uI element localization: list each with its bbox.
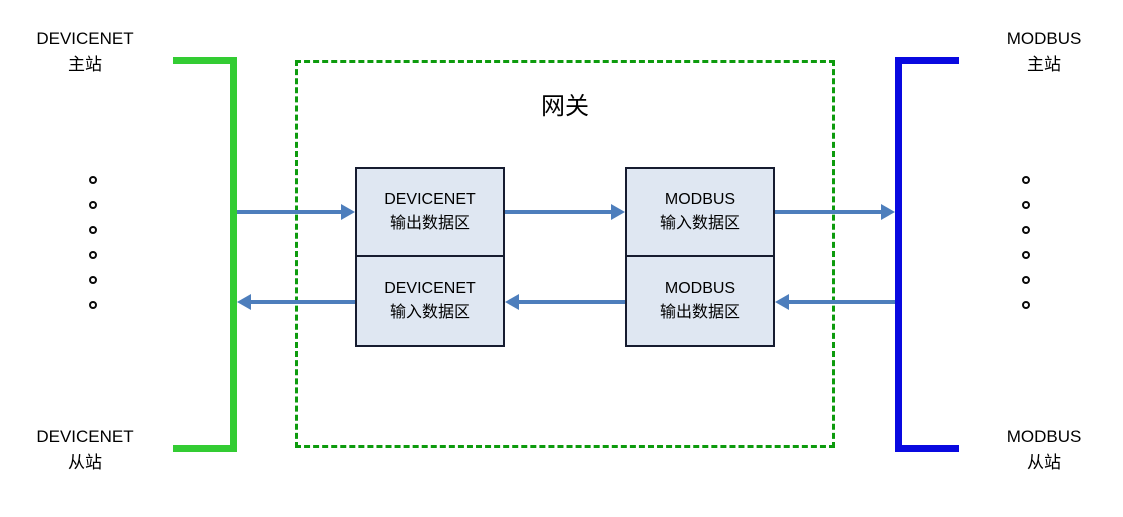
arrowhead-right-icon (881, 204, 895, 220)
label-line-protocol: MODBUS (1006, 427, 1082, 446)
station-dot-icon (89, 276, 97, 284)
arrow-modbus-output-to-devicenet-input (505, 294, 625, 310)
station-dot-icon (1022, 251, 1030, 259)
station-dot-icon (1022, 201, 1030, 209)
label-line-role: 从站 (68, 453, 102, 472)
label-modbus-slave: MODBUS 从站 (969, 424, 1119, 476)
box-line-protocol: MODBUS (664, 280, 736, 297)
label-line-protocol: DEVICENET (36, 29, 134, 48)
arrow-shaft (505, 210, 611, 214)
box-line-area: 输入数据区 (659, 215, 740, 232)
label-devicenet-slave: DEVICENET 从站 (10, 424, 160, 476)
gateway-title: 网关 (541, 93, 589, 120)
arrowhead-left-icon (237, 294, 251, 310)
arrow-shaft (251, 300, 355, 304)
arrowhead-left-icon (505, 294, 519, 310)
box-modbus-output-area: MODBUS 输出数据区 (625, 255, 775, 347)
station-dot-icon (1022, 276, 1030, 284)
arrow-shaft (789, 300, 895, 304)
label-line-protocol: DEVICENET (36, 427, 134, 446)
station-dot-icon (1022, 226, 1030, 234)
label-modbus-master: MODBUS 主站 (969, 26, 1119, 78)
box-line-area: 输入数据区 (389, 304, 470, 321)
box-line-protocol: DEVICENET (384, 191, 476, 208)
arrow-modbus-input-to-modbus-bus (775, 204, 895, 220)
arrow-shaft (775, 210, 881, 214)
gateway-box (295, 60, 835, 448)
station-dot-icon (89, 201, 97, 209)
station-dot-icon (1022, 301, 1030, 309)
label-line-protocol: MODBUS (1006, 29, 1082, 48)
arrow-devicenet-output-to-modbus-input (505, 204, 625, 220)
arrowhead-right-icon (341, 204, 355, 220)
modbus-stations-dots (1022, 176, 1030, 309)
box-line-protocol: DEVICENET (384, 280, 476, 297)
label-line-role: 主站 (68, 55, 102, 74)
devicenet-stations-dots (89, 176, 97, 309)
box-line-protocol: MODBUS (664, 191, 736, 208)
arrow-shaft (237, 210, 341, 214)
box-line-area: 输出数据区 (659, 304, 740, 321)
arrow-devicenet-bus-to-output-area (237, 204, 355, 220)
station-dot-icon (89, 176, 97, 184)
station-dot-icon (89, 301, 97, 309)
station-dot-icon (1022, 176, 1030, 184)
station-dot-icon (89, 226, 97, 234)
arrow-devicenet-input-to-devicenet-bus (237, 294, 355, 310)
box-line-area: 输出数据区 (389, 215, 470, 232)
box-devicenet-input-area: DEVICENET 输入数据区 (355, 255, 505, 347)
arrowhead-right-icon (611, 204, 625, 220)
label-line-role: 主站 (1027, 55, 1061, 74)
arrow-modbus-bus-to-output-area (775, 294, 895, 310)
box-devicenet-output-area: DEVICENET 输出数据区 (355, 167, 505, 257)
box-modbus-input-area: MODBUS 输入数据区 (625, 167, 775, 257)
label-devicenet-master: DEVICENET 主站 (10, 26, 160, 78)
arrow-shaft (519, 300, 625, 304)
arrowhead-left-icon (775, 294, 789, 310)
label-line-role: 从站 (1027, 453, 1061, 472)
modbus-bus-line (895, 57, 959, 452)
devicenet-bus-line (173, 57, 237, 452)
station-dot-icon (89, 251, 97, 259)
